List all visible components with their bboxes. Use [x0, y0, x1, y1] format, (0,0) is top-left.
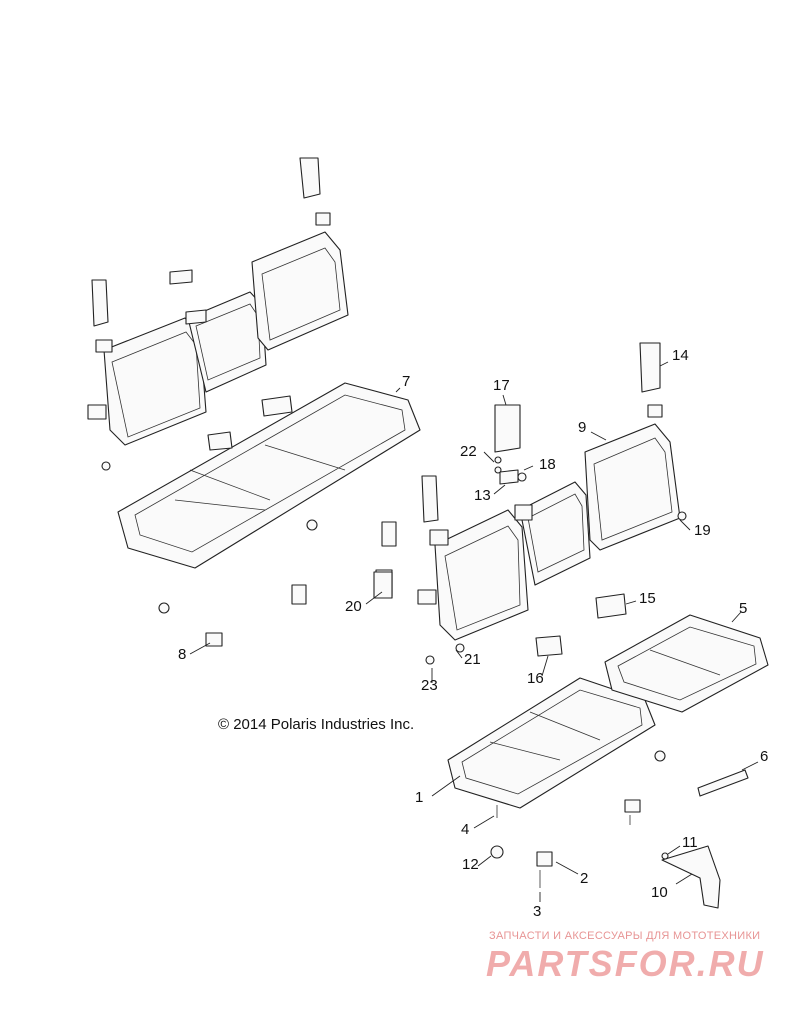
- callout-14: 14: [672, 347, 689, 364]
- callout-2: 2: [580, 870, 589, 887]
- callout-22: 22: [460, 443, 477, 460]
- callout-18: 18: [539, 456, 556, 473]
- callout-21: 21: [464, 651, 481, 668]
- callout-5: 5: [739, 600, 748, 617]
- callout-8: 8: [178, 646, 187, 663]
- left-seat-bottom: [117, 382, 421, 569]
- callout-7: 7: [402, 373, 411, 390]
- copyright-notice: © 2014 Polaris Industries Inc.: [218, 716, 415, 733]
- callout-16: 16: [527, 670, 544, 687]
- callout-20: 20: [345, 598, 362, 615]
- watermark-brand: PARTSFOR.RU: [486, 943, 765, 984]
- left-seat-back-assembly: [87, 231, 349, 446]
- callout-10: 10: [651, 884, 668, 901]
- callout-11: 11: [682, 834, 698, 851]
- callout-12: 12: [462, 856, 479, 873]
- callout-15: 15: [639, 590, 656, 607]
- callout-17: 17: [493, 377, 510, 394]
- front-seat-bottom-side: [604, 614, 769, 713]
- callout-3: 3: [533, 903, 542, 920]
- callout-19: 19: [694, 522, 711, 539]
- lower-hardware: [373, 571, 749, 909]
- callout-23: 23: [421, 677, 438, 694]
- watermark-tagline: ЗАПЧАСТИ И АКСЕССУАРЫ ДЛЯ МОТОТЕХНИКИ: [489, 930, 761, 942]
- callout-9: 9: [578, 419, 587, 436]
- front-seat-bottom-center: [447, 677, 656, 809]
- callout-13: 13: [474, 487, 491, 504]
- callout-4: 4: [461, 821, 470, 838]
- leader-lines: [189, 361, 759, 902]
- right-seat-back-assembly: [417, 423, 681, 641]
- callout-6: 6: [760, 748, 769, 765]
- callout-1: 1: [415, 789, 424, 806]
